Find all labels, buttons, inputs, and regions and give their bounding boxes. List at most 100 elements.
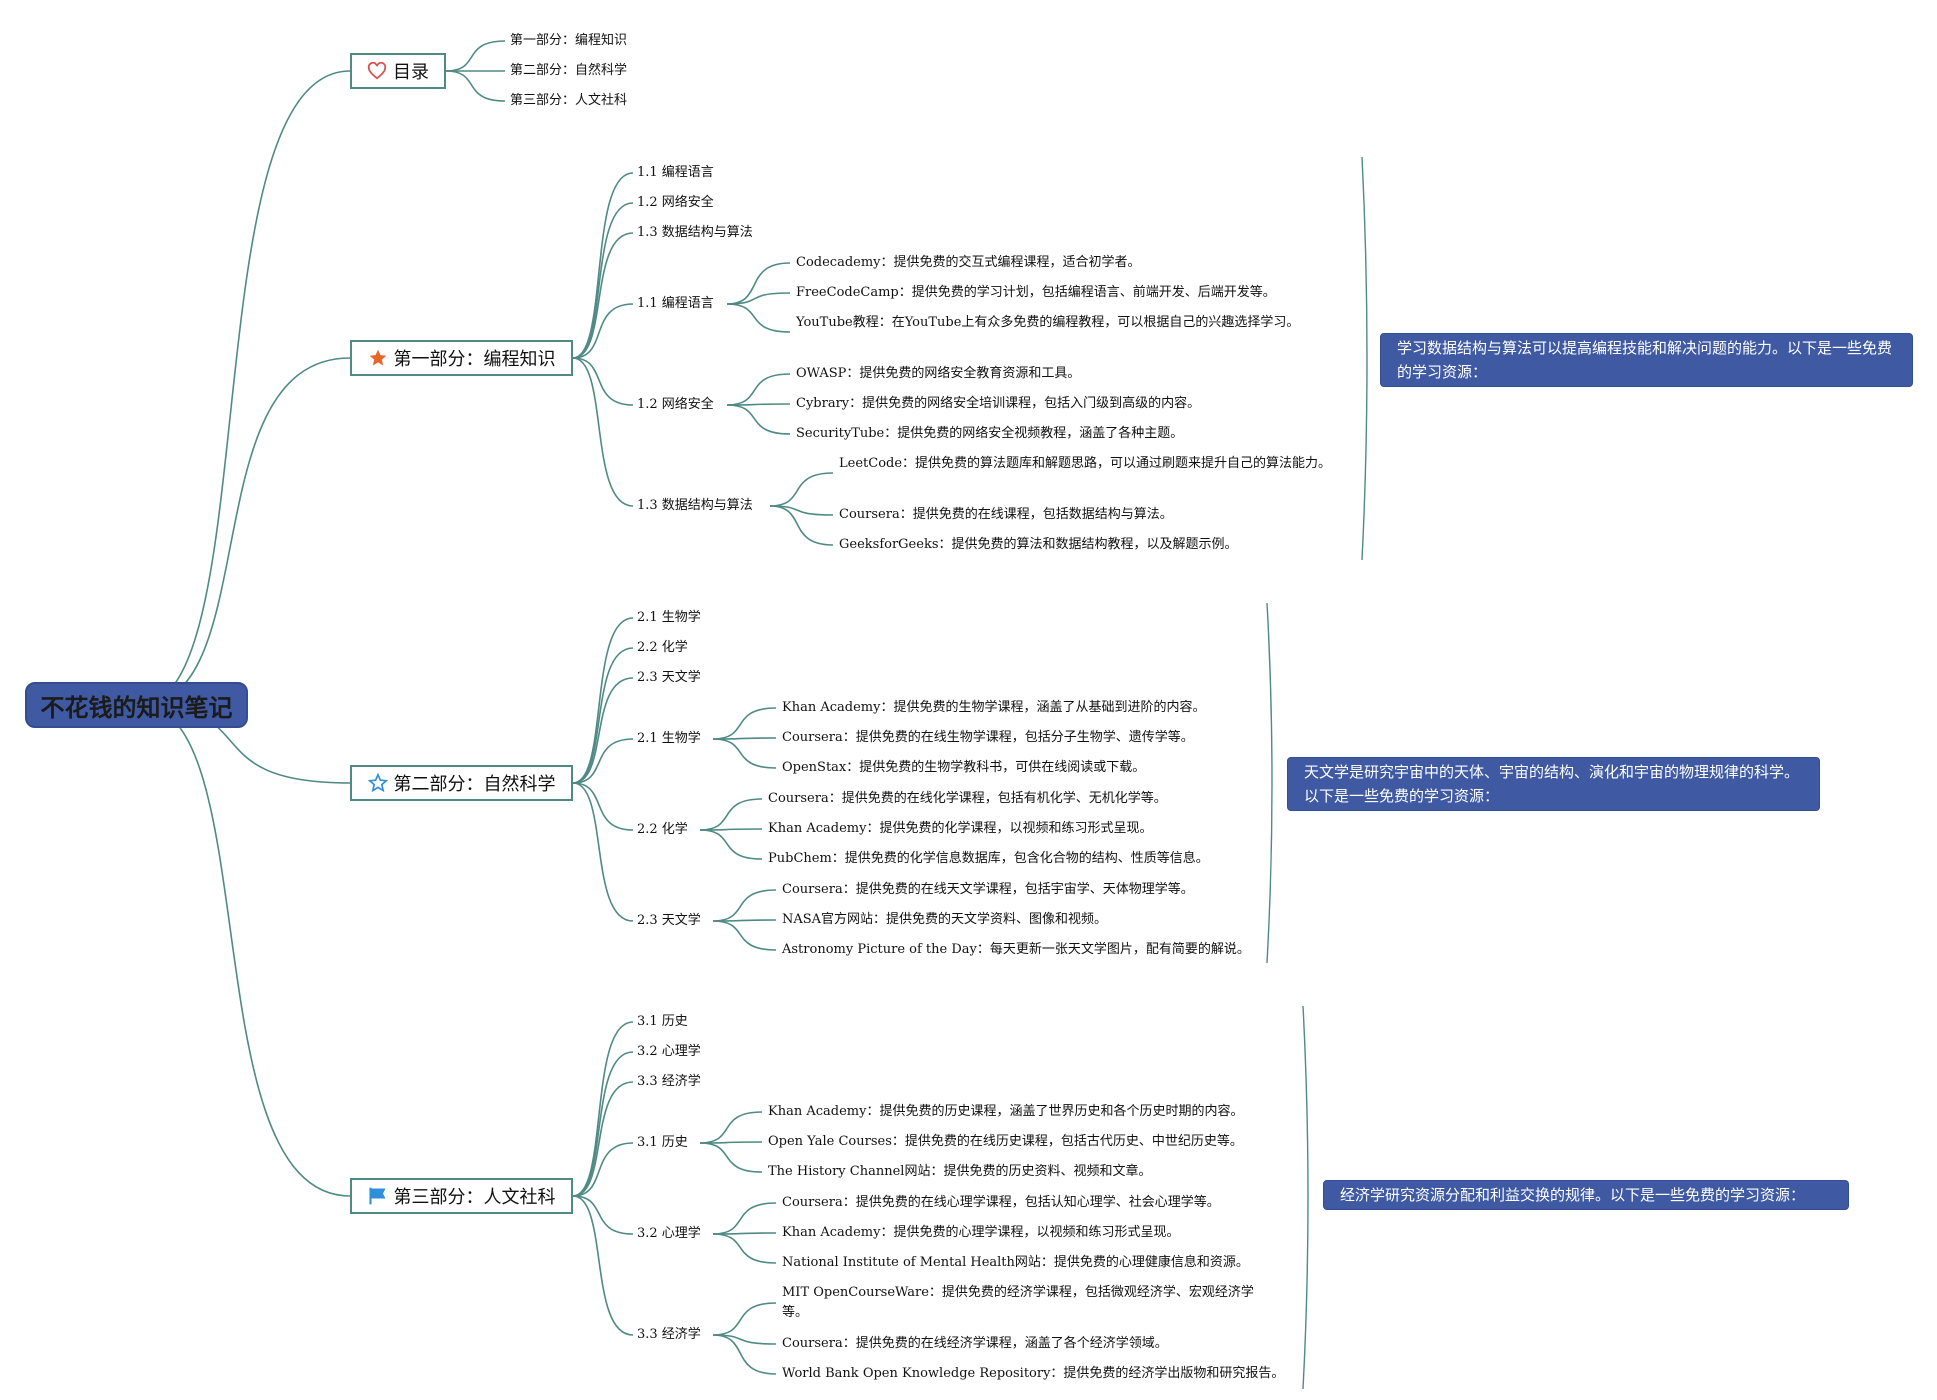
- branch-connector: [699, 828, 763, 831]
- resource-item[interactable]: MIT OpenCourseWare：提供免费的经济学课程，包括微观经济学、宏观…: [782, 1285, 1254, 1320]
- topic-part2[interactable]: 第二部分：自然科学: [350, 765, 573, 801]
- branch-connector: [572, 617, 634, 784]
- branch-connector: [726, 292, 791, 305]
- resource-item[interactable]: FreeCodeCamp：提供免费的学习计划，包括编程语言、前端开发、后端开发等…: [796, 285, 1276, 300]
- subtopic[interactable]: 3.2 心理学: [637, 1226, 701, 1241]
- resource-item[interactable]: Coursera：提供免费的在线课程，包括数据结构与算法。: [839, 507, 1173, 522]
- flag-icon: [368, 1187, 385, 1205]
- resource-item[interactable]: LeetCode：提供免费的算法题库和解题思路，可以通过刷题来提升自己的算法能力…: [839, 456, 1332, 471]
- branch-connector: [572, 677, 634, 784]
- resource-item[interactable]: Cybrary：提供免费的网络安全培训课程，包括入门级到高级的内容。: [796, 396, 1201, 411]
- subtopic[interactable]: 3.3 经济学: [637, 1327, 701, 1342]
- resource-item[interactable]: PubChem：提供免费的化学信息数据库，包含化合物的结构、性质等信息。: [768, 851, 1209, 866]
- branch-connector: [572, 172, 634, 359]
- branch-connector: [712, 1232, 777, 1235]
- subtopic[interactable]: 1.2 网络安全: [637, 195, 714, 210]
- branch-connector: [699, 1142, 763, 1173]
- root-topic[interactable]: 不花钱的知识笔记: [25, 682, 248, 728]
- toc-item[interactable]: 第三部分：人文社科: [510, 93, 628, 108]
- branch-connector: [572, 357, 634, 406]
- resource-item[interactable]: Codecademy：提供免费的交互式编程课程，适合初学者。: [796, 255, 1141, 270]
- resource-item[interactable]: Khan Academy：提供免费的化学课程，以视频和练习形式呈现。: [768, 821, 1153, 836]
- resource-item[interactable]: Khan Academy：提供免费的心理学课程，以视频和练习形式呈现。: [782, 1225, 1180, 1240]
- subtopic[interactable]: 3.1 历史: [637, 1014, 688, 1029]
- branch-connector: [712, 919, 777, 922]
- branch-connector: [572, 303, 634, 359]
- resource-item[interactable]: Coursera：提供免费的在线天文学课程，包括宇宙学、天体物理学等。: [782, 882, 1194, 897]
- branch-connector: [712, 889, 777, 922]
- resource-item[interactable]: GeeksforGeeks：提供免费的算法和数据结构教程，以及解题示例。: [839, 537, 1238, 552]
- resource-item[interactable]: SecurityTube：提供免费的网络安全视频教程，涵盖了各种主题。: [796, 426, 1184, 441]
- topic-part1[interactable]: 第一部分：编程知识: [350, 340, 573, 376]
- summary-bracket: [1266, 602, 1273, 964]
- branch-connector: [572, 782, 634, 922]
- resource-item[interactable]: Khan Academy：提供免费的历史课程，涵盖了世界历史和各个历史时期的内容…: [768, 1104, 1244, 1119]
- resource-item[interactable]: Coursera：提供免费的在线生物学课程，包括分子生物学、遗传学等。: [782, 730, 1194, 745]
- star-filled-icon: [369, 349, 386, 366]
- branch-connector: [712, 1334, 777, 1375]
- toc-item[interactable]: 第二部分：自然科学: [510, 63, 628, 78]
- branch-connector: [712, 707, 777, 740]
- branch-connector: [699, 829, 763, 860]
- branch-connector: [572, 1051, 634, 1197]
- branch-connector: [572, 1142, 634, 1197]
- branch-connector: [726, 262, 791, 305]
- branch-connector: [572, 738, 634, 784]
- resource-item[interactable]: OWASP：提供免费的网络安全教育资源和工具。: [796, 366, 1081, 381]
- branch-connector: [726, 404, 791, 435]
- topic-part3[interactable]: 第三部分：人文社科: [350, 1178, 573, 1214]
- subtopic[interactable]: 2.2 化学: [637, 822, 688, 837]
- branch-connector: [572, 232, 634, 359]
- branch-connector: [712, 738, 777, 769]
- topic-toc-label: 目录: [393, 62, 429, 83]
- branch-connector: [712, 1202, 777, 1235]
- branch-connector: [572, 782, 634, 831]
- branch-connector: [769, 472, 834, 507]
- branch-connector: [572, 1021, 634, 1197]
- branch-connector: [712, 1302, 777, 1336]
- resource-item[interactable]: Coursera：提供免费的在线化学课程，包括有机化学、无机化学等。: [768, 791, 1167, 806]
- branch-connector: [572, 1195, 634, 1336]
- resource-item[interactable]: World Bank Open Knowledge Repository：提供免…: [782, 1366, 1285, 1381]
- subtopic[interactable]: 3.3 经济学: [637, 1074, 701, 1089]
- topic-part2-label: 第二部分：自然科学: [393, 774, 556, 795]
- resource-item[interactable]: Astronomy Picture of the Day：每天更新一张天文学图片…: [782, 942, 1250, 957]
- resource-item[interactable]: Open Yale Courses：提供免费的在线历史课程，包括古代历史、中世纪…: [768, 1134, 1243, 1149]
- subtopic[interactable]: 1.3 数据结构与算法: [637, 498, 753, 513]
- branch-connector: [699, 1111, 763, 1144]
- resource-item[interactable]: Khan Academy：提供免费的生物学课程，涵盖了从基础到进阶的内容。: [782, 700, 1206, 715]
- branch-connector: [572, 647, 634, 784]
- resource-item[interactable]: OpenStax：提供免费的生物学教科书，可供在线阅读或下载。: [782, 760, 1146, 775]
- subtopic[interactable]: 1.3 数据结构与算法: [637, 225, 753, 240]
- star-outline-icon: [367, 773, 388, 793]
- summary-note[interactable]: 天文学是研究宇宙中的天体、宇宙的结构、演化和宇宙的物理规律的科学。以下是一些免费…: [1287, 757, 1820, 811]
- subtopic[interactable]: 2.3 天文学: [637, 670, 701, 685]
- subtopic[interactable]: 2.2 化学: [637, 640, 688, 655]
- toc-item[interactable]: 第一部分：编程知识: [510, 33, 628, 48]
- subtopic[interactable]: 2.3 天文学: [637, 913, 701, 928]
- resource-item[interactable]: NASA官方网站：提供免费的天文学资料、图像和视频。: [782, 912, 1108, 927]
- root-connector: [139, 357, 351, 706]
- branch-connector: [445, 40, 506, 72]
- resource-item[interactable]: National Institute of Mental Health网站：提供…: [782, 1255, 1249, 1270]
- branch-connector: [712, 737, 777, 740]
- resource-item[interactable]: Coursera：提供免费的在线经济学课程，涵盖了各个经济学领域。: [782, 1336, 1168, 1351]
- summary-note[interactable]: 经济学研究资源分配和利益交换的规律。以下是一些免费的学习资源：: [1323, 1180, 1849, 1210]
- subtopic[interactable]: 3.2 心理学: [637, 1044, 701, 1059]
- subtopic[interactable]: 2.1 生物学: [637, 731, 701, 746]
- resource-item[interactable]: Coursera：提供免费的在线心理学课程，包括认知心理学、社会心理学等。: [782, 1195, 1220, 1210]
- subtopic[interactable]: 1.1 编程语言: [637, 165, 714, 180]
- subtopic[interactable]: 1.1 编程语言: [637, 296, 714, 311]
- resource-item[interactable]: The History Channel网站：提供免费的历史资料、视频和文章。: [768, 1164, 1152, 1179]
- summary-note[interactable]: 学习数据结构与算法可以提高编程技能和解决问题的能力。以下是一些免费的学习资源：: [1380, 333, 1913, 387]
- heart-icon: [367, 62, 387, 80]
- branch-connector: [572, 1195, 634, 1235]
- branch-connector: [572, 1081, 634, 1197]
- resource-item[interactable]: YouTube教程：在YouTube上有众多免费的编程教程，可以根据自己的兴趣选…: [796, 315, 1300, 330]
- subtopic[interactable]: 1.2 网络安全: [637, 397, 714, 412]
- subtopic[interactable]: 2.1 生物学: [637, 610, 701, 625]
- topic-toc[interactable]: 目录: [350, 53, 446, 89]
- branch-connector: [769, 505, 834, 516]
- subtopic[interactable]: 3.1 历史: [637, 1135, 688, 1150]
